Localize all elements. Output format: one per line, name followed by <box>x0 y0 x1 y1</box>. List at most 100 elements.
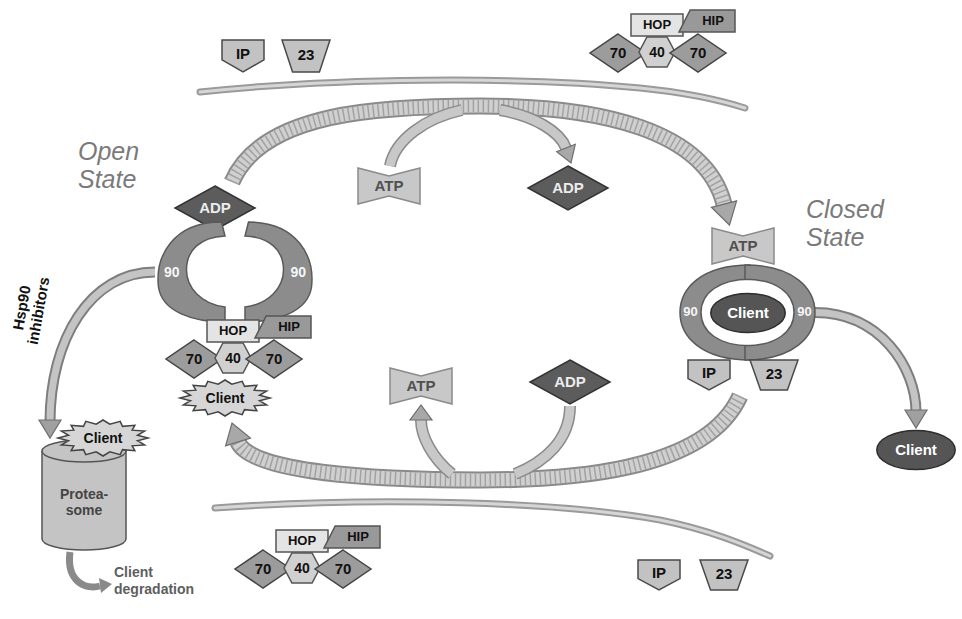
p23-trapezoid: 23 <box>282 40 330 72</box>
node-text-area: 23 <box>750 360 798 390</box>
adp-diamond-fill <box>530 360 610 404</box>
ip-pentagon: IP <box>222 40 264 72</box>
hsp40-hexagon-fill <box>215 343 251 373</box>
hsp70-diamond: 70 <box>166 340 222 378</box>
node-text-area: Protea- some <box>42 440 126 550</box>
node-label: 70 <box>186 350 203 367</box>
hop-box-fill <box>631 14 683 36</box>
hsp90-arm: 90 <box>245 222 315 322</box>
node-text-area: 40 <box>215 343 251 373</box>
node-label: HIP <box>702 14 724 29</box>
ip-pentagon-fill <box>222 40 264 72</box>
atp-bowtie-fill <box>712 228 774 264</box>
hip-triangle: HIP <box>324 526 380 548</box>
edge-label: Hsp90 inhibitors <box>6 267 54 352</box>
cycle-band-edge <box>232 106 724 204</box>
hsp70-diamond-fill <box>246 340 302 378</box>
client-ellipse-fill <box>877 430 955 469</box>
nucleotide-band-edge <box>390 110 462 166</box>
hop-box-fill <box>207 320 259 342</box>
ip-pentagon: IP <box>638 560 680 590</box>
arrow-band <box>815 313 916 413</box>
node-label: 40 <box>225 350 241 366</box>
hop-box: HOP <box>276 530 328 552</box>
hsp40-hexagon: 40 <box>639 37 675 67</box>
arrow-head <box>557 144 576 163</box>
node-label: HOP <box>643 18 671 33</box>
node-text-area: Client <box>58 420 148 456</box>
node-text-area: 70 <box>590 34 646 72</box>
arrow-head <box>711 201 736 225</box>
adp-diamond-fill <box>528 166 608 210</box>
node-label: 70 <box>255 560 272 577</box>
node-label: IP <box>652 564 666 581</box>
state-label: Open State <box>78 138 178 193</box>
adp-diamond: ADP <box>528 166 608 210</box>
client-starburst: Client <box>180 380 270 416</box>
node-label: 70 <box>610 44 627 61</box>
cycle-band-edge <box>238 396 740 480</box>
cycle-band <box>238 396 740 480</box>
node-text-area: ADP <box>530 360 610 404</box>
node-label: 70 <box>690 44 707 61</box>
hsp90-arm: 90 <box>155 222 225 322</box>
node-label: 23 <box>766 365 783 382</box>
cochaperone-swoosh-core <box>200 80 745 108</box>
atp-bowtie-fill <box>358 168 420 204</box>
ip-pentagon-fill <box>688 360 730 390</box>
node-label: ADP <box>552 179 584 196</box>
node-text-area: HIP <box>679 10 735 32</box>
adp-diamond: ADP <box>530 360 610 404</box>
transition-arrow <box>39 272 155 438</box>
node-label: IP <box>702 364 716 381</box>
node-text-area: 70 <box>246 340 302 378</box>
node-label: HOP <box>219 324 247 339</box>
p23-trapezoid: 23 <box>750 360 798 390</box>
node-text-area: Client <box>710 293 786 333</box>
node-text-area: ATP <box>358 168 420 204</box>
hsp40-hexagon-fill <box>639 37 675 67</box>
nucleotide-band-edge <box>500 110 566 148</box>
node-text-area: 90 <box>155 222 225 322</box>
node-text-area: 40 <box>639 37 675 67</box>
client-starburst: Client <box>58 420 148 456</box>
node-label: Client <box>727 304 769 321</box>
hsp40-hexagon-fill <box>284 553 320 583</box>
client-starburst-fill <box>180 380 270 416</box>
hsp70-diamond-fill <box>315 550 371 588</box>
hsp70-diamond-fill <box>590 34 646 72</box>
node-text-area: IP <box>688 360 730 390</box>
node-text-area: 70 <box>315 550 371 588</box>
hop-box: HOP <box>207 320 259 342</box>
node-text-area: 40 <box>284 553 320 583</box>
cycle-band-stripes <box>232 106 724 204</box>
cochaperone-swoosh-core <box>215 502 770 556</box>
node-label: ADP <box>554 373 586 390</box>
node-text-area: ATP <box>390 368 452 404</box>
node-text-area: 70 <box>166 340 222 378</box>
node-text-area: 90 <box>245 222 315 322</box>
atp-bowtie-fill <box>390 368 452 404</box>
nucleotide-band <box>390 110 462 166</box>
hip-triangle: HIP <box>679 10 735 32</box>
client-ellipse: Client <box>710 293 786 333</box>
hip-triangle-fill <box>255 316 311 338</box>
node-label: 90 <box>683 305 697 320</box>
node-text-area: 70 <box>235 550 291 588</box>
node-label: HIP <box>278 320 300 335</box>
node-label: 90 <box>164 264 180 280</box>
atp-bowtie: ATP <box>712 228 774 264</box>
node-text-area: 70 <box>670 34 726 72</box>
hsp70-diamond: 70 <box>590 34 646 72</box>
proteasome-cylinder: Protea- some <box>42 440 126 550</box>
nucleotide-band-edge <box>421 420 452 474</box>
arrow-band <box>50 272 155 422</box>
node-label: Client <box>206 390 245 406</box>
hsp70-diamond-fill <box>166 340 222 378</box>
hop-box-fill <box>276 530 328 552</box>
node-label: ADP <box>199 199 231 216</box>
node-label: Client <box>895 441 937 458</box>
p23-trapezoid-fill <box>282 40 330 72</box>
